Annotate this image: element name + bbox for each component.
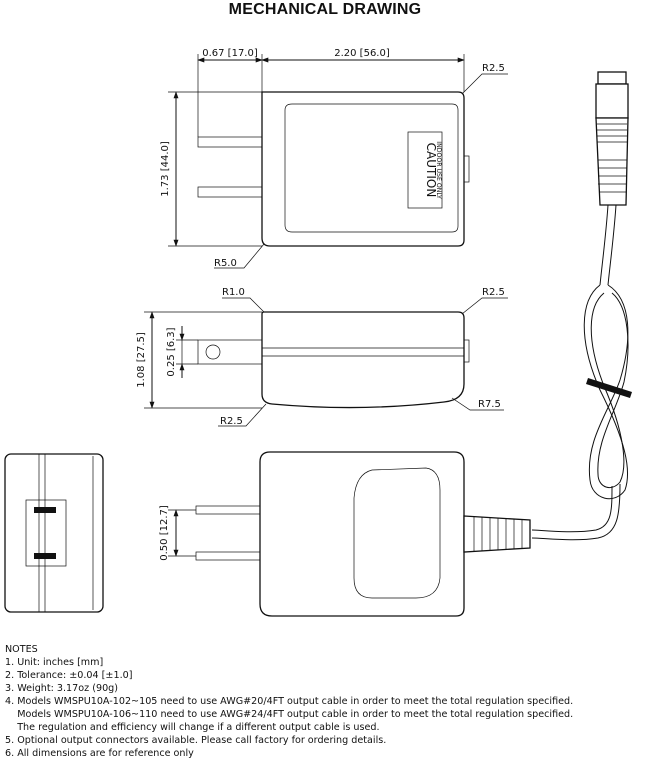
side-view-body xyxy=(261,311,465,409)
radius-side-bottom-right: R7.5 xyxy=(478,399,501,410)
note-line: 4. Models WMSPU10A-102~105 need to use A… xyxy=(5,696,574,707)
radius-side-bottom-left: R2.5 xyxy=(220,416,243,427)
bottom-view-prong-lower xyxy=(195,551,261,561)
radius-side-top-left: R1.0 xyxy=(222,287,245,298)
strain-relief-ribs xyxy=(473,517,523,551)
cable-loop-inner xyxy=(590,292,629,489)
top-view: CAUTION INDOOR USE ONLY 0.67 [17.0] 2.20… xyxy=(160,48,508,269)
note-line: The regulation and efficiency will chang… xyxy=(5,722,380,733)
top-view-body xyxy=(261,91,465,247)
top-view-tab xyxy=(463,155,470,183)
note-line: 3. Weight: 3.17oz (90g) xyxy=(5,683,119,694)
note-line: 2. Tolerance: ±0.04 [±1.0] xyxy=(5,670,133,681)
cable-lower-a xyxy=(531,485,613,533)
leader-r1-0 xyxy=(222,297,265,313)
radius-bottom-left: R5.0 xyxy=(214,258,237,269)
dc-plug-tip xyxy=(597,71,627,85)
dim-side-prong: 0.25 [6.3] xyxy=(166,327,177,376)
cable-lower-b xyxy=(531,483,621,541)
top-view-prong-upper xyxy=(197,136,263,148)
side-view-tab xyxy=(463,339,470,363)
dc-plug-ribs xyxy=(597,123,627,193)
dim-prong-length: 0.67 [17.0] xyxy=(202,48,258,59)
leader-r2-5-bottom xyxy=(218,403,267,427)
cable-loop-outer xyxy=(583,284,629,500)
end-view xyxy=(4,453,104,613)
leader-r2-5 xyxy=(461,73,508,95)
cable-upper-a xyxy=(599,204,609,286)
cable-tie xyxy=(586,378,632,398)
indoor-label: INDOOR USE ONLY xyxy=(435,141,442,199)
leader-r2-5-top xyxy=(461,297,508,315)
notes-heading: NOTES xyxy=(5,644,38,655)
end-view-body xyxy=(4,453,104,613)
leader-r7-5 xyxy=(451,397,504,411)
end-view-prong-lower xyxy=(34,553,56,559)
output-cable xyxy=(531,71,632,541)
cable-upper-b xyxy=(607,204,617,286)
dc-plug-barrel xyxy=(595,83,629,119)
top-view-prong-lower xyxy=(197,186,263,198)
radius-side-top-right: R2.5 xyxy=(482,287,505,298)
side-view: 1.08 [27.5] 0.25 [6.3] R1.0 R2.5 R2.5 R7… xyxy=(136,287,508,427)
strain-relief xyxy=(463,515,531,553)
radius-top-right: R2.5 xyxy=(482,63,505,74)
page-title: MECHANICAL DRAWING xyxy=(228,1,422,18)
dim-prong-spacing: 0.50 [12.7] xyxy=(159,505,170,561)
end-view-prong-upper xyxy=(34,507,56,513)
bottom-view: 0.50 [12.7] xyxy=(159,451,531,617)
caution-box xyxy=(407,131,443,209)
note-line: 6. All dimensions are for reference only xyxy=(5,748,194,759)
dim-height: 1.73 [44.0] xyxy=(160,141,171,197)
bottom-view-recess xyxy=(353,467,441,599)
end-view-prong-plate xyxy=(25,499,67,567)
side-view-prong-hole xyxy=(205,344,221,360)
note-line: 1. Unit: inches [mm] xyxy=(5,657,104,668)
leader-r5-0 xyxy=(214,243,265,269)
bottom-view-body xyxy=(259,451,465,617)
dim-side-height: 1.08 [27.5] xyxy=(136,332,147,388)
side-view-prong xyxy=(197,339,263,365)
note-line: 5. Optional output connectors available.… xyxy=(5,735,387,746)
caution-label: CAUTION xyxy=(424,143,438,198)
top-view-label-plate xyxy=(284,103,459,233)
note-line: Models WMSPU10A-106~110 need to use AWG#… xyxy=(5,709,574,720)
bottom-view-prong-upper xyxy=(195,505,261,515)
dim-body-length: 2.20 [56.0] xyxy=(334,48,390,59)
mechanical-drawing: CAUTION INDOOR USE ONLY 0.67 [17.0] 2.20… xyxy=(4,48,632,617)
